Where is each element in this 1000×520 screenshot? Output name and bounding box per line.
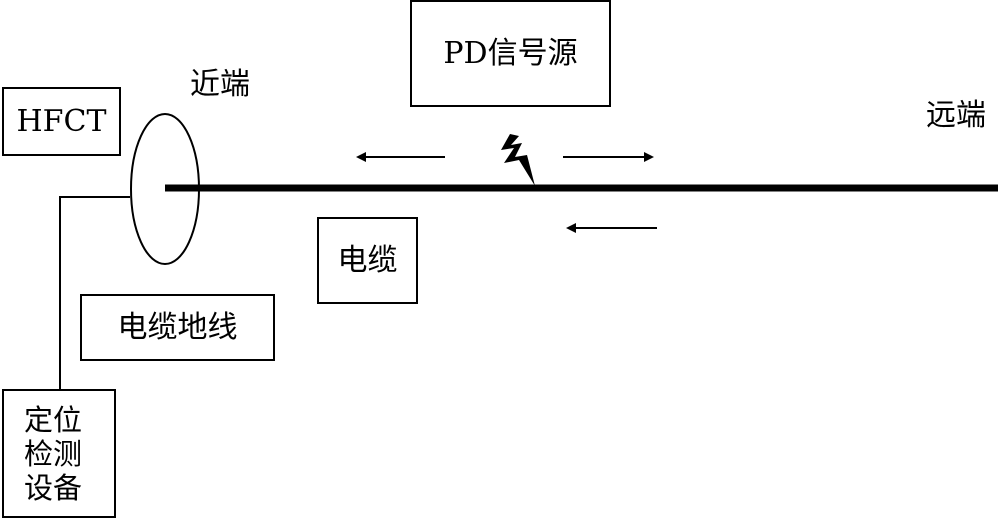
near-end-label: 近端 <box>190 67 250 102</box>
ground-wire <box>59 196 130 390</box>
locating-device-box: 定位 检测 设备 <box>2 389 116 518</box>
cable-ground-label: 电缆地线 <box>117 309 238 345</box>
hfct-sensor-ring <box>130 113 200 265</box>
device-label-line1: 定位 <box>24 402 83 437</box>
cable-box: 电缆 <box>317 217 418 304</box>
far-end-label: 远端 <box>926 98 986 133</box>
pd-source-box: PD信号源 <box>410 0 611 107</box>
device-label-line2: 检测 <box>24 436 83 471</box>
hfct-label: HFCT <box>16 103 107 139</box>
cable-ground-box: 电缆地线 <box>80 294 275 361</box>
device-label-line3: 设备 <box>24 470 83 505</box>
device-label: 定位 检测 设备 <box>24 403 82 505</box>
lightning-bolt-icon <box>501 134 535 186</box>
hfct-box: HFCT <box>2 87 121 156</box>
pd-source-label: PD信号源 <box>443 35 578 71</box>
cable-label: 电缆 <box>337 242 398 278</box>
